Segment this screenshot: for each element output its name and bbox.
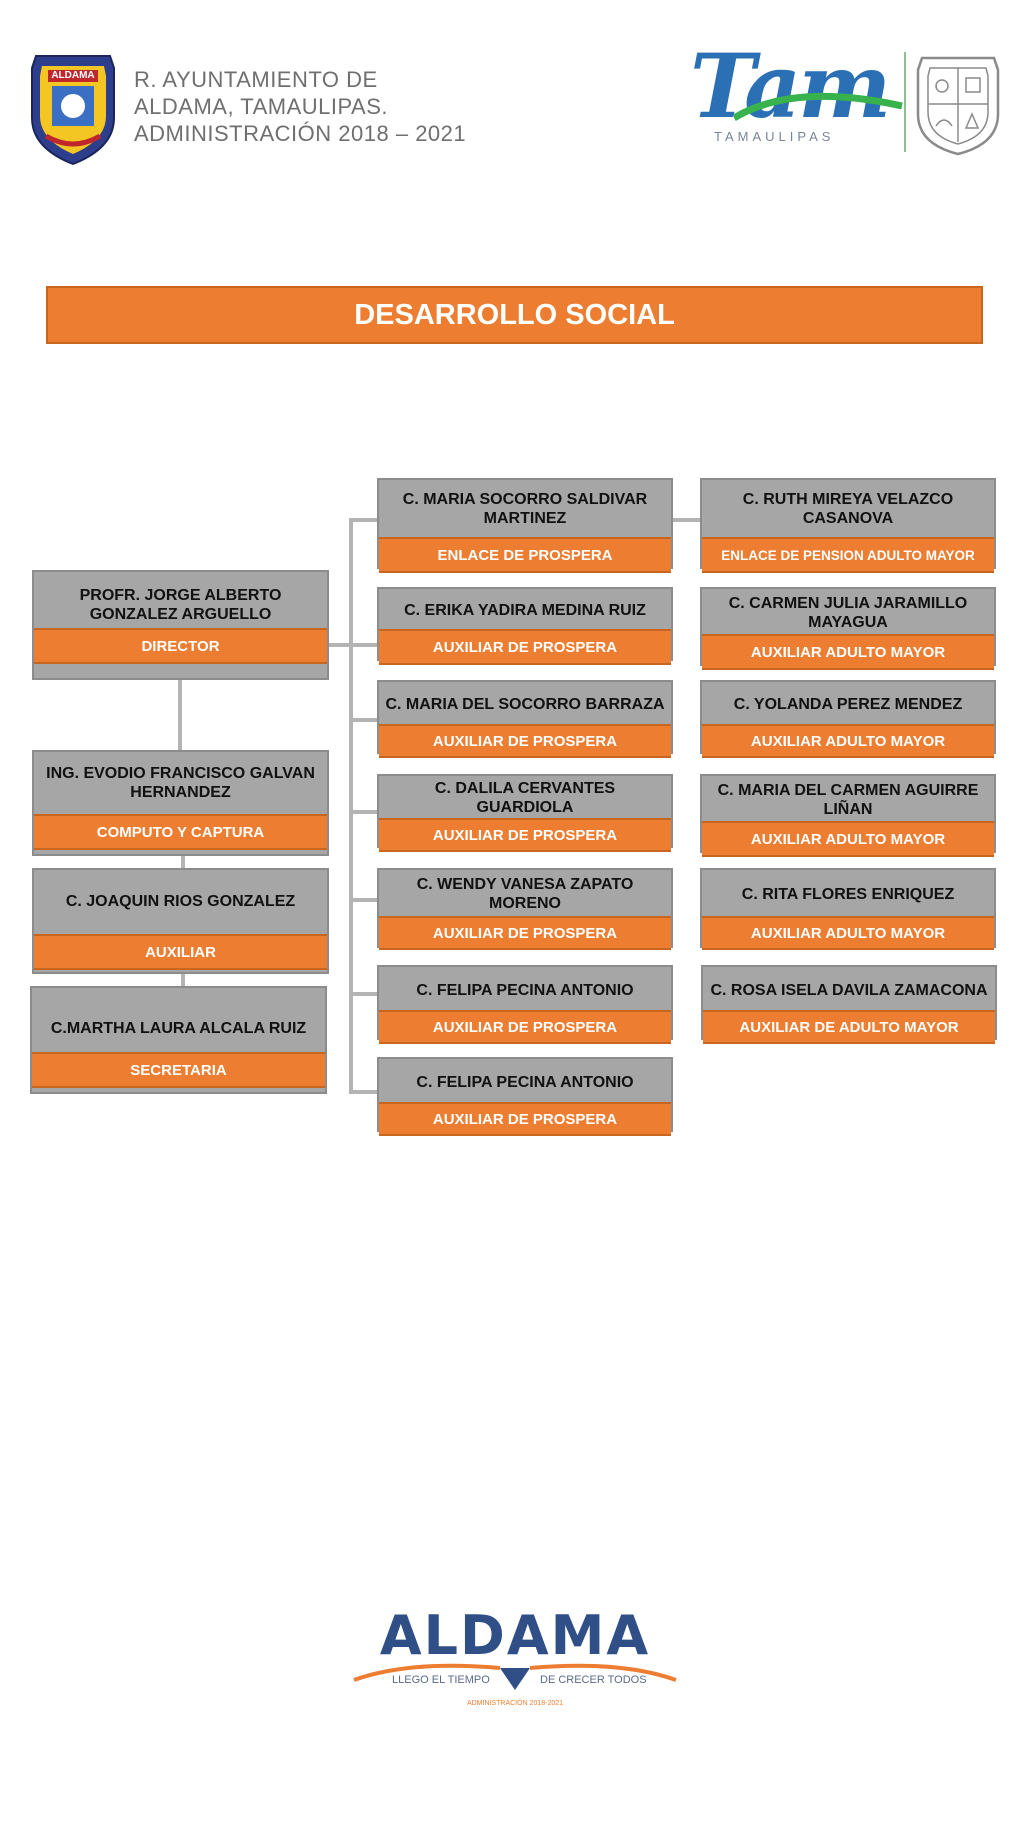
person-role: AUXILIAR ADULTO MAYOR [702,821,994,857]
person-role: AUXILIAR ADULTO MAYOR [702,724,994,758]
footer-aldama-logo: ALDAMA LLEGO EL TIEMPO DE CRECER TODOS A… [350,1608,680,1718]
person-name: C. ERIKA YADIRA MEDINA RUIZ [404,601,646,619]
person-role: AUXILIAR DE PROSPERA [379,1010,671,1044]
org-box-prospera-6: C. FELIPA PECINA ANTONIO AUXILIAR DE PRO… [377,965,673,1044]
tamaulipas-logo: Tam TAMAULIPAS [690,34,903,148]
person-role: DIRECTOR [34,628,327,664]
org-box-adulto-mayor-4: C. MARIA DEL CARMEN AGUIRRE LIÑAN AUXILI… [700,774,996,857]
person-role: AUXILIAR DE PROSPERA [379,818,671,852]
person-name: C. MARIA DEL SOCORRO BARRAZA [385,695,665,713]
person-role: AUXILIAR DE PROSPERA [379,1102,671,1136]
connector-right-link [672,518,700,522]
org-box-prospera-1: C. MARIA SOCORRO SALDIVAR MARTINEZ ENLAC… [377,478,673,573]
org-box-prospera-2: C. ERIKA YADIRA MEDINA RUIZ AUXILIAR DE … [377,587,673,665]
org-box-computo: ING. EVODIO FRANCISCO GALVAN HERNANDEZ C… [32,750,329,856]
person-name: C. DALILA CERVANTES GUARDIOLA [434,780,616,816]
person-name: C. FELIPA PECINA ANTONIO [416,1073,634,1091]
connector-left-vertical-3 [181,974,185,988]
person-role: AUXILIAR DE ADULTO MAYOR [703,1010,995,1044]
person-name: ING. EVODIO FRANCISCO GALVAN HERNANDEZ [46,765,315,801]
connector-branch-5 [349,898,377,902]
person-role: ENLACE DE PROSPERA [379,537,671,573]
footer-slogan-left: LLEGO EL TIEMPO [392,1674,490,1686]
person-role: AUXILIAR DE PROSPERA [379,629,671,665]
person-role: AUXILIAR DE PROSPERA [379,724,671,758]
footer-logo-word: ALDAMA [379,1604,651,1667]
person-role: SECRETARIA [32,1052,325,1088]
org-box-prospera-3: C. MARIA DEL SOCORRO BARRAZA AUXILIAR DE… [377,680,673,758]
person-name: C. MARIA DEL CARMEN AGUIRRE LIÑAN [717,782,979,818]
person-role: ENLACE DE PENSION ADULTO MAYOR [702,537,994,573]
person-role: AUXILIAR DE PROSPERA [379,916,671,950]
person-name: C. CARMEN JULIA JARAMILLO MAYAGUA [728,595,968,631]
org-box-secretaria: C.MARTHA LAURA ALCALA RUIZ SECRETARIA [30,986,327,1094]
connector-branch-3 [349,718,377,722]
connector-branch-2 [349,643,377,647]
person-name: C. ROSA ISELA DAVILA ZAMACONA [710,981,988,999]
person-role: AUXILIAR ADULTO MAYOR [702,634,994,670]
tam-logo-swoosh [734,92,903,122]
municipality-heading: R. AYUNTAMIENTO DE ALDAMA, TAMAULIPAS. A… [134,66,466,147]
person-role: AUXILIAR [34,934,327,970]
person-name: C. RUTH MIREYA VELAZCO CASANOVA [742,491,954,527]
page-title: DESARROLLO SOCIAL [46,286,983,344]
logo-divider [904,52,906,152]
connector-branch-6 [349,992,377,996]
state-seal-icon [914,48,1002,156]
person-role: COMPUTO Y CAPTURA [34,814,327,850]
heading-line-1: R. AYUNTAMIENTO DE [134,67,378,92]
person-name: C. RITA FLORES ENRIQUEZ [741,885,955,903]
org-box-adulto-mayor-1: C. RUTH MIREYA VELAZCO CASANOVA ENLACE D… [700,478,996,573]
person-role: AUXILIAR ADULTO MAYOR [702,916,994,950]
tam-logo-sub: TAMAULIPAS [714,129,835,144]
crest-text: ALDAMA [51,70,95,81]
connector-middle-trunk [349,518,353,1094]
org-box-adulto-mayor-6: C. ROSA ISELA DAVILA ZAMACONA AUXILIAR D… [701,965,997,1044]
org-box-adulto-mayor-3: C. YOLANDA PEREZ MENDEZ AUXILIAR ADULTO … [700,680,996,758]
org-box-prospera-7: C. FELIPA PECINA ANTONIO AUXILIAR DE PRO… [377,1057,673,1136]
connector-director-horizontal [328,643,352,647]
connector-branch-7 [349,1090,377,1094]
connector-left-vertical-2 [181,856,185,870]
connector-branch-4 [349,810,377,814]
footer-admin-text: ADMINISTRACIÓN 2018-2021 [466,1700,564,1707]
tam-logo-word: Tam [690,34,891,138]
person-name: C.MARTHA LAURA ALCALA RUIZ [50,1019,307,1037]
person-name: C. FELIPA PECINA ANTONIO [416,981,634,999]
heading-line-2: ALDAMA, TAMAULIPAS. [134,94,389,119]
footer-slogan-right: DE CRECER TODOS [540,1674,647,1686]
person-name: C. JOAQUIN RIOS GONZALEZ [65,892,296,910]
footer-logo-swoosh [353,1663,677,1690]
org-box-director: PROFR. JORGE ALBERTO GONZALEZ ARGUELLO D… [32,570,329,680]
person-name: C. YOLANDA PEREZ MENDEZ [733,695,963,713]
org-box-auxiliar: C. JOAQUIN RIOS GONZALEZ AUXILIAR [32,868,329,974]
org-box-adulto-mayor-5: C. RITA FLORES ENRIQUEZ AUXILIAR ADULTO … [700,868,996,950]
person-name: PROFR. JORGE ALBERTO GONZALEZ ARGUELLO [79,587,282,623]
person-name: C. MARIA SOCORRO SALDIVAR MARTINEZ [402,491,648,527]
person-name: C. WENDY VANESA ZAPATO MORENO [416,876,634,912]
org-box-prospera-4: C. DALILA CERVANTES GUARDIOLA AUXILIAR D… [377,774,673,852]
org-box-adulto-mayor-2: C. CARMEN JULIA JARAMILLO MAYAGUA AUXILI… [700,587,996,670]
org-box-prospera-5: C. WENDY VANESA ZAPATO MORENO AUXILIAR D… [377,868,673,950]
connector-branch-1 [349,518,377,522]
heading-line-3: ADMINISTRACIÓN 2018 – 2021 [134,121,467,146]
aldama-crest-logo: ALDAMA [26,48,120,166]
connector-left-vertical-1 [178,680,182,752]
